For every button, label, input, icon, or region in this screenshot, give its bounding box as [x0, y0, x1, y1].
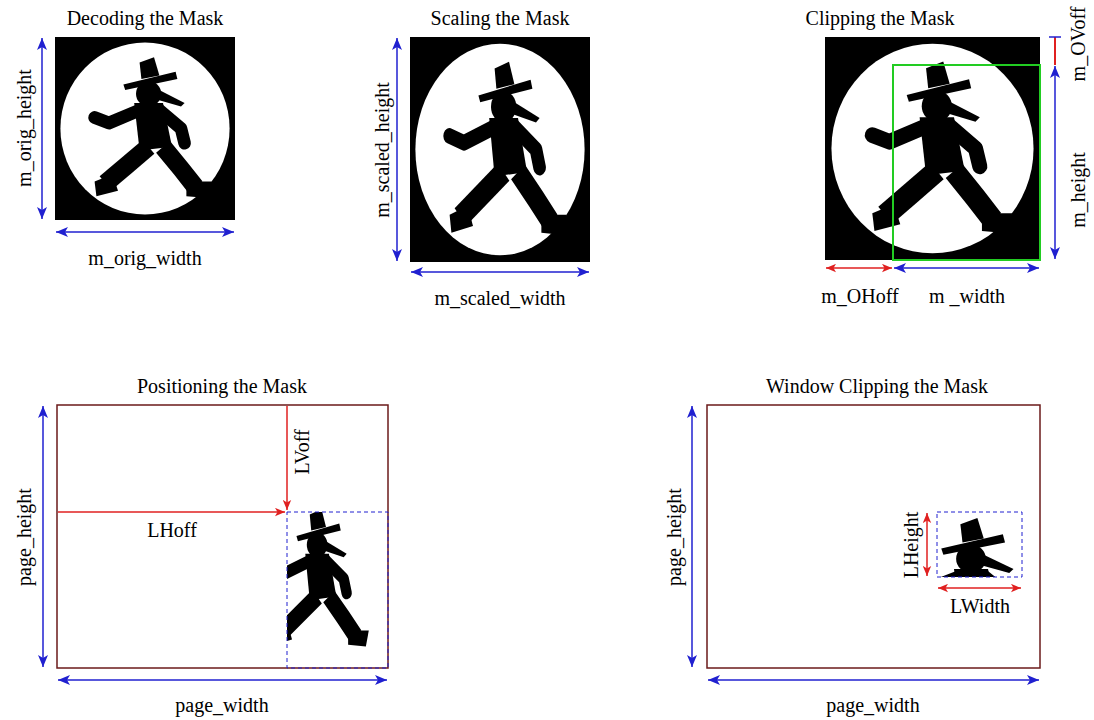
dimension-label: LVoff — [291, 429, 314, 474]
dimension-label: LHoff — [147, 519, 197, 542]
dimension-label: page_height — [13, 488, 36, 586]
panel-title: Positioning the Mask — [137, 375, 307, 398]
dimension-label: page_width — [826, 694, 919, 717]
panel-title: Window Clipping the Mask — [766, 375, 988, 398]
dimension-label: m_scaled_width — [434, 287, 565, 310]
panel-title: Decoding the Mask — [67, 7, 224, 30]
dimension-label: page_width — [175, 694, 268, 717]
dimension-label: LWidth — [950, 595, 1010, 618]
dimension-label: m_OVoff — [1067, 7, 1090, 82]
dimension-label: m_scaled_height — [371, 82, 394, 218]
dimension-label: m_OHoff — [821, 285, 898, 308]
dimension-label: m _width — [929, 285, 1005, 308]
dimension-label: page_height — [663, 488, 686, 586]
panel-title: Scaling the Mask — [431, 7, 570, 30]
panel-title: Clipping the Mask — [806, 7, 955, 30]
dimension-label: LHeight — [900, 512, 923, 579]
dimension-label: m_orig_height — [13, 69, 36, 187]
dimension-label: m_orig_width — [88, 247, 201, 270]
dimension-label: m_height — [1067, 152, 1090, 228]
